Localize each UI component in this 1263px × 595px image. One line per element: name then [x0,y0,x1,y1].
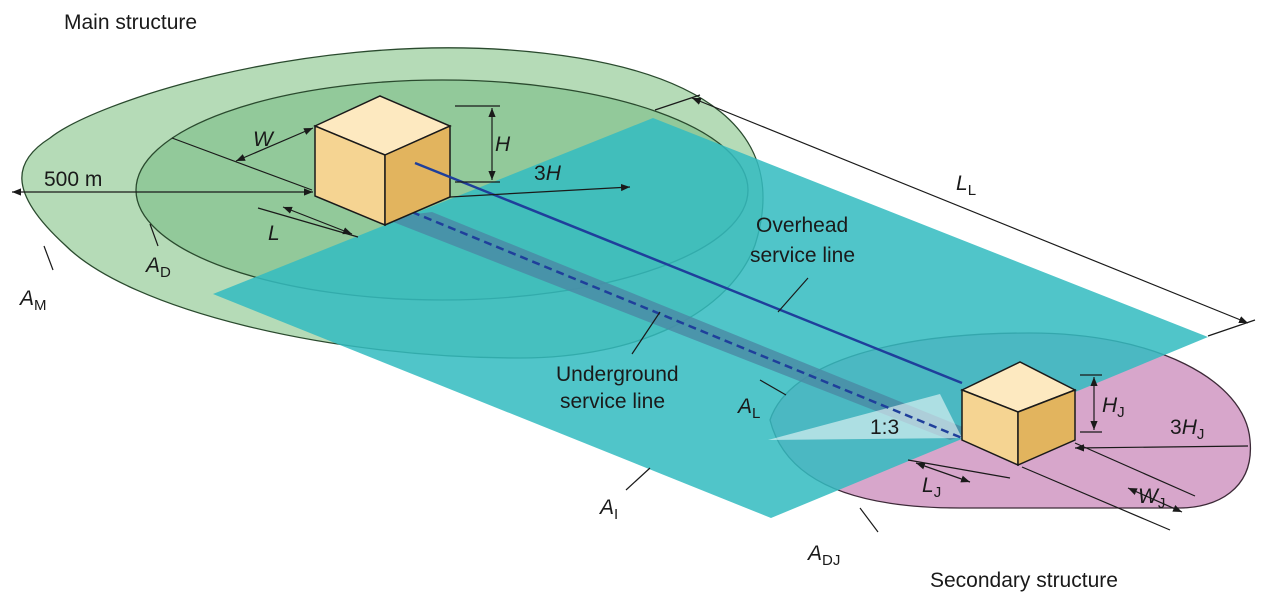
line-length-sub: L [968,182,976,199]
three-h-line [449,183,631,198]
three-hj-line [1074,444,1249,452]
three-hj-var: H [1182,416,1198,439]
length-sec-sub: J [934,484,942,501]
width-sec-line [1127,487,1183,513]
length-main-line [282,206,353,235]
area-am-label: AM [18,287,47,314]
height-main-label: H [495,133,511,156]
area-am-sub: M [34,297,47,314]
three-hj-label: 3HJ [1170,416,1204,443]
area-am-var: A [18,287,34,310]
three-h-var: H [546,162,562,185]
al-leader [759,379,787,396]
area-adj-label: ADJ [806,542,840,569]
adj-leader [859,507,879,533]
main-structure-box [313,95,452,227]
area-al-var: A [736,395,752,418]
overhead-label-2: service line [750,244,855,267]
underground-label-2: service line [560,390,665,413]
distance-label: 500 m [44,168,102,191]
three-h-num: 3 [534,162,546,185]
height-sec-label: HJ [1102,394,1125,421]
three-h-label: 3H [534,162,562,185]
area-ai-label: AI [598,496,618,523]
secondary-structure-title: Secondary structure [930,569,1118,592]
area-al-sub: L [752,405,760,422]
slope-wedge [768,394,962,440]
overhead-label-1: Overhead [756,214,848,237]
length-main-label: L [268,222,280,245]
ad-leader [149,223,159,247]
area-adj-var: A [806,542,822,565]
line-length-var: L [956,172,968,195]
length-sec-var: L [922,474,934,497]
underground-label-1: Underground [556,363,679,386]
area-adj-sub: DJ [822,552,840,569]
underground-leader [631,311,661,355]
three-hj-sub: J [1197,426,1205,443]
three-hj-num: 3 [1170,416,1182,439]
dimension-lines [12,94,1256,533]
area-ad-var: A [144,254,160,277]
width-sec-sub: J [1158,495,1166,512]
line-length-dim [691,97,1249,324]
am-leader [43,245,54,271]
width-main-line [235,127,314,162]
height-sec-var: H [1102,394,1118,417]
width-sec-var: W [1138,485,1160,508]
ai-leader [625,467,651,491]
area-ai-var: A [598,496,614,519]
length-sec-label: LJ [922,474,941,501]
line-length-label: LL [956,172,976,199]
main-structure-title: Main structure [64,11,197,34]
width-sec-label: WJ [1138,485,1165,512]
area-ad-label: AD [144,254,171,281]
width-main-label: W [253,128,275,151]
area-ai-sub: I [614,506,618,523]
area-ad-sub: D [160,264,171,281]
length-sec-line [915,462,971,483]
area-al-label: AL [736,395,760,422]
slope-label: 1:3 [870,416,899,439]
secondary-structure-box [960,361,1077,467]
overhead-leader [777,277,809,313]
underground-service-line [411,210,963,440]
height-sec-sub: J [1117,404,1125,421]
overhead-service-line [414,161,963,385]
